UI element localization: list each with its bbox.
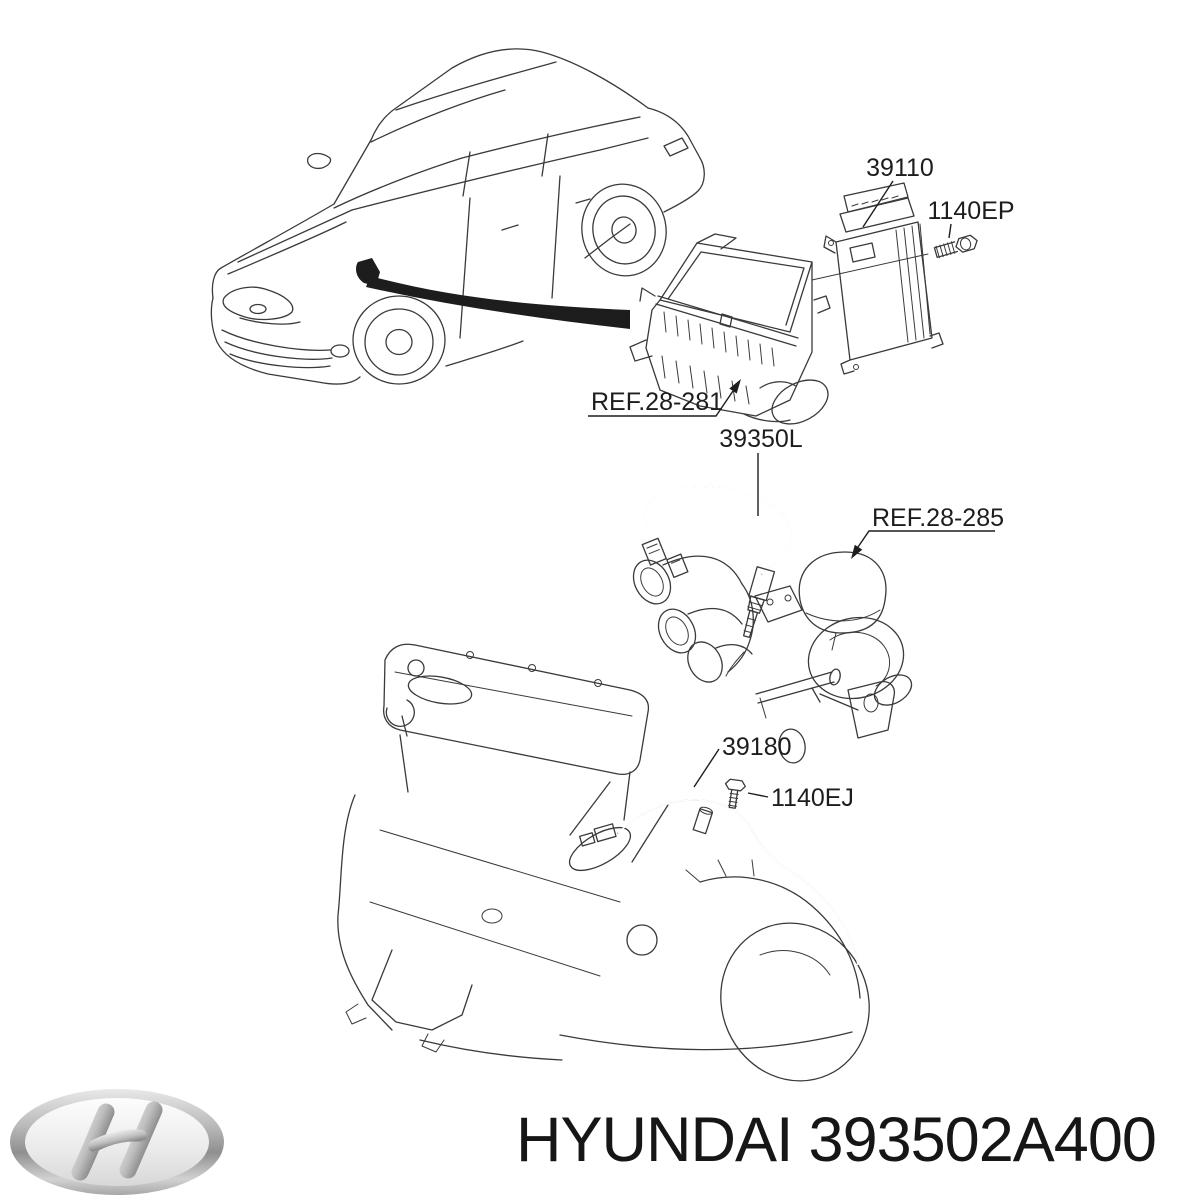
label-ref-28-285: REF.28-285 (872, 504, 1004, 532)
label-1140ep: 1140EP (927, 197, 1014, 225)
label-1140ej: 1140EJ (771, 784, 854, 812)
label-ref-28-281: REF.28-281 (591, 388, 723, 416)
callout-39180: 39180 (693, 733, 792, 788)
callout-1140ep: 1140EP (927, 197, 1015, 239)
engine-illustration (337, 643, 896, 1082)
harness-39180 (578, 799, 859, 966)
air-cleaner-illustration (629, 233, 831, 425)
label-39110: 39110 (866, 154, 934, 182)
front-wheel (352, 295, 446, 385)
callout-39110: 39110 (862, 154, 934, 228)
callout-1140ej: 1140EJ (747, 784, 854, 812)
vehicle-illustration (210, 48, 705, 385)
bolt-1140ej-icon (724, 778, 746, 809)
location-arrow (356, 258, 630, 329)
part-number-text: 393502A400 (809, 1105, 1156, 1175)
callout-ref-28-285: REF.28-285 (851, 504, 1004, 559)
label-39350l: 39350L (719, 425, 803, 453)
hyundai-logo (10, 1089, 224, 1195)
cam-sensor (692, 806, 714, 835)
hyundai-h-mark (71, 1101, 163, 1181)
exhaust-manifold-turbo-illustration (632, 551, 913, 711)
bolt-1140ep-icon (933, 234, 978, 259)
callout-39350l: 39350L (719, 425, 803, 516)
sensor-body (742, 566, 776, 639)
callout-ref-28-281: REF.28-281 (588, 379, 741, 417)
label-39180: 39180 (722, 733, 792, 761)
brand-text: HYUNDAI (516, 1105, 793, 1175)
rear-wheel (581, 183, 667, 277)
assembly-line (811, 253, 929, 281)
ecu-illustration (823, 182, 944, 375)
oxygen-sensor-illustration (641, 485, 794, 677)
